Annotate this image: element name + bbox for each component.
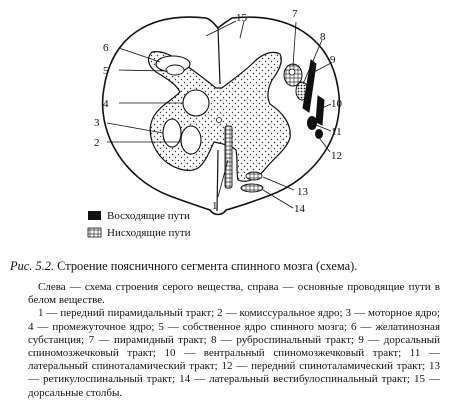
- legend-descending-label: Нисходящие пути: [107, 227, 191, 239]
- intermediate-nucleus: [182, 89, 210, 117]
- motor-nucleus: [162, 118, 182, 148]
- label-9: 9: [330, 54, 336, 66]
- proper-nucleus: [165, 64, 185, 76]
- description-intro: Слева — схема строения серого вещества, …: [28, 281, 440, 307]
- figure-title: Строение поясничного сегмента спинного м…: [57, 259, 358, 273]
- label-5: 5: [103, 65, 109, 77]
- label-4: 4: [103, 98, 109, 110]
- label-15: 15: [236, 12, 248, 24]
- label-3: 3: [94, 117, 100, 129]
- lateral-spinothalamic-tract: [307, 116, 317, 130]
- figure-description: Слева — схема строения серого вещества, …: [28, 281, 440, 400]
- label-11: 11: [331, 126, 342, 138]
- label-2: 2: [94, 137, 100, 149]
- legend-descending-swatch: [87, 227, 102, 238]
- anterior-spinothalamic-tract: [315, 129, 323, 139]
- label-10: 10: [331, 98, 343, 110]
- label-8: 8: [320, 31, 326, 43]
- vestibulospinal-tract: [240, 183, 264, 193]
- legend-ascending-label: Восходящие пути: [107, 210, 190, 222]
- label-14: 14: [294, 203, 306, 215]
- central-canal: [216, 117, 222, 123]
- anterior-pyramidal-tract: [224, 125, 233, 189]
- leader-lines: [106, 20, 332, 209]
- commissural-nucleus: [180, 125, 202, 155]
- label-7: 7: [292, 8, 298, 20]
- label-1: 1: [212, 200, 218, 212]
- legend-ascending-swatch: [88, 211, 101, 220]
- reticulospinal-tract: [245, 171, 263, 181]
- label-6: 6: [103, 42, 109, 54]
- ventral-fissure: [216, 149, 219, 212]
- pyramidal-tract-inner: [288, 68, 296, 76]
- spinal-cord-diagram: 15 6 5 4 3 2 1 7 8 9 10 11 12 13 14 Восх…: [87, 8, 343, 239]
- label-13: 13: [297, 186, 309, 198]
- dorsal-septum: [217, 27, 221, 85]
- figure-caption: Рис. 5.2. Строение поясничного сегмента …: [10, 259, 442, 274]
- description-legend: 1 — передний пирамидальный тракт; 2 — ко…: [28, 307, 440, 399]
- figure-number: Рис. 5.2.: [10, 259, 55, 273]
- label-12: 12: [331, 150, 342, 162]
- dorsal-spinocerebellar-tract: [302, 59, 317, 113]
- ventral-spinocerebellar-tract: [315, 95, 325, 126]
